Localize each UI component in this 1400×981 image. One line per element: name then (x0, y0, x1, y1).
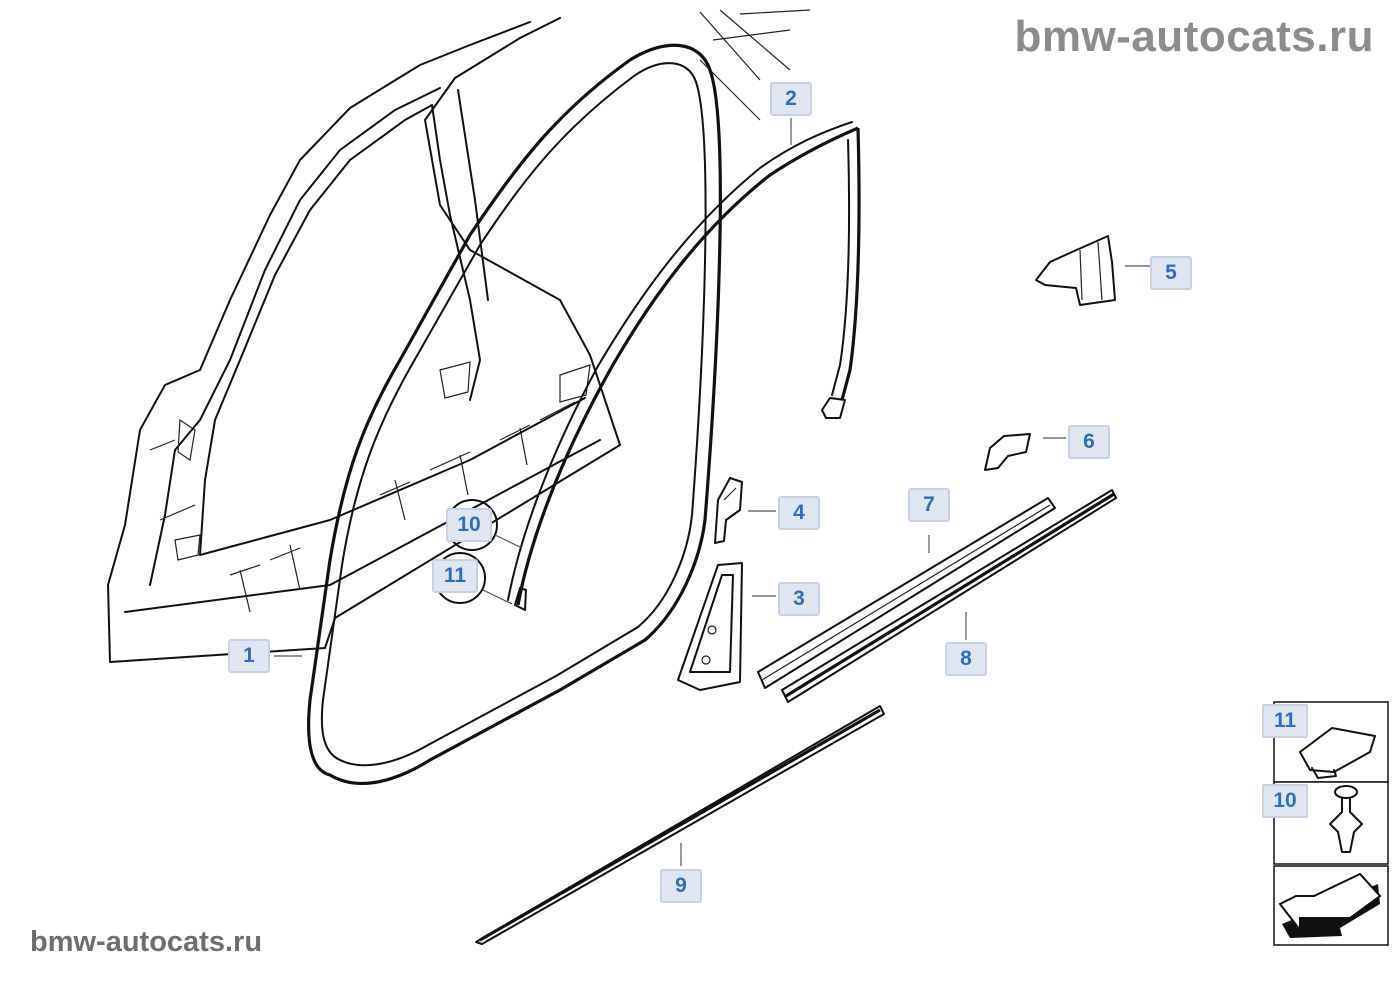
callout-5[interactable]: 5 (1150, 256, 1192, 290)
callout-1[interactable]: 1 (228, 639, 270, 673)
door-frame-seal-icon[interactable] (507, 121, 861, 611)
small-cover-icon[interactable] (984, 433, 1031, 471)
door-seal-icon[interactable] (307, 43, 722, 786)
callout-10[interactable]: 10 (446, 508, 492, 542)
callout-9[interactable]: 9 (660, 869, 702, 903)
callout-4[interactable]: 4 (778, 496, 820, 530)
clip-icon (1299, 727, 1376, 779)
sill-strip-8-icon[interactable] (781, 489, 1117, 703)
callout-6[interactable]: 6 (1068, 425, 1110, 459)
long-trim-icon[interactable] (475, 705, 885, 945)
callout-3[interactable]: 3 (778, 582, 820, 616)
callout-2[interactable]: 2 (770, 82, 812, 116)
sill-strip-7-icon[interactable] (757, 497, 1056, 689)
triangle-cover-icon[interactable] (677, 562, 743, 691)
expanding-rivet-icon (1329, 785, 1363, 853)
watermark-bottom: bmw-autocats.ru (30, 926, 263, 958)
legend-label-10[interactable]: 10 (1262, 784, 1308, 818)
watermark-top: bmw-autocats.ru (1014, 12, 1374, 61)
corner-trim-icon[interactable] (1035, 235, 1116, 306)
callout-11[interactable]: 11 (432, 559, 478, 593)
legend-label-11[interactable]: 11 (1262, 704, 1308, 738)
arrow-icon (1278, 872, 1382, 938)
callout-8[interactable]: 8 (945, 642, 987, 676)
leader-lines (274, 118, 1150, 866)
bracket-icon[interactable] (714, 477, 743, 544)
body-side-frame-icon[interactable] (107, 9, 811, 663)
callout-7[interactable]: 7 (908, 488, 950, 522)
